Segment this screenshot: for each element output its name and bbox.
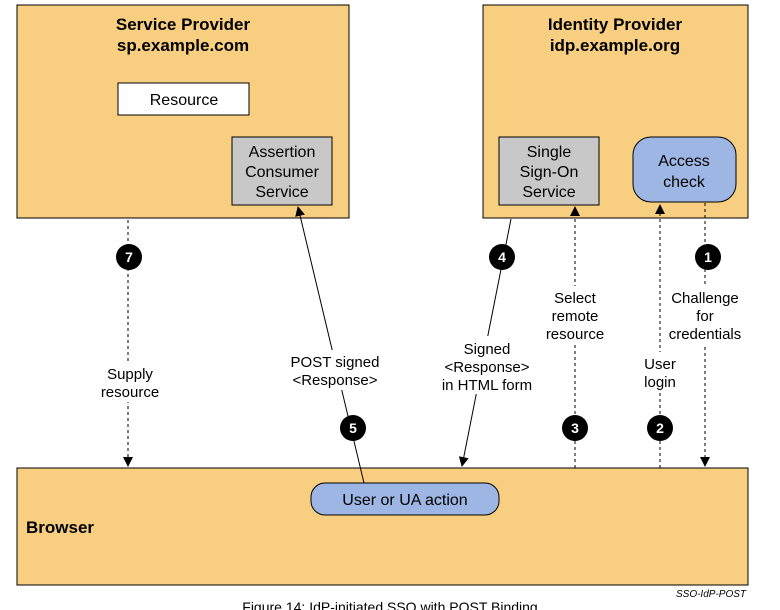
browser-box: Browser User or UA action [16, 467, 749, 586]
step-3-label: Select remote resource [540, 286, 612, 344]
step-3-badge: 3 [562, 415, 588, 441]
svg-text:POST signed: POST signed [291, 354, 380, 371]
step-5-label: POST signed <Response> [285, 350, 385, 390]
idp-title: Identity Provider [548, 15, 683, 34]
browser-title: Browser [26, 518, 94, 537]
svg-text:remote: remote [552, 308, 599, 325]
svg-text:in HTML form: in HTML form [442, 377, 532, 394]
acs-label-line1: Assertion [249, 144, 316, 161]
figure-caption: Figure 14: IdP-initiated SSO with POST B… [242, 599, 537, 610]
svg-text:2: 2 [656, 420, 664, 436]
acs-label-line2: Consumer [245, 164, 319, 181]
svg-text:resource: resource [101, 384, 159, 401]
svg-text:login: login [644, 374, 676, 391]
svg-text:5: 5 [349, 420, 357, 436]
sso-label-line2: Sign-On [520, 164, 579, 181]
idp-domain: idp.example.org [550, 36, 680, 55]
service-provider-box: Service Provider sp.example.com Resource… [16, 4, 350, 219]
sso-label-line3: Service [522, 184, 575, 201]
svg-text:4: 4 [498, 249, 506, 265]
single-sign-on-service-box: Single Sign-On Service [498, 136, 600, 206]
step-7-badge: 7 [116, 244, 142, 270]
step-2-badge: 2 [647, 415, 673, 441]
step-4-badge: 4 [489, 244, 515, 270]
user-action-box: User or UA action [310, 482, 500, 516]
svg-text:credentials: credentials [669, 326, 742, 343]
svg-text:resource: resource [546, 326, 604, 343]
svg-text:for: for [696, 308, 714, 325]
step-1-label: Challenge for credentials [664, 286, 748, 344]
access-check-line1: Access [658, 153, 710, 170]
access-check-line2: check [663, 174, 706, 191]
resource-label: Resource [150, 92, 219, 109]
access-check-box: Access check [632, 136, 737, 203]
svg-text:User: User [644, 356, 676, 373]
figure-tag: SSO-IdP-POST [676, 589, 747, 600]
step-7-label: Supply resource [90, 362, 170, 402]
user-action-label: User or UA action [342, 492, 467, 509]
svg-text:Supply: Supply [107, 366, 153, 383]
arrow-step-5 [295, 206, 365, 484]
sp-title: Service Provider [116, 15, 251, 34]
sso-label-line1: Single [527, 144, 572, 161]
sp-domain: sp.example.com [117, 36, 249, 55]
step-2-label: User login [636, 352, 684, 392]
svg-text:<Response>: <Response> [292, 372, 377, 389]
svg-text:Select: Select [554, 290, 597, 307]
step-4-label: Signed <Response> in HTML form [432, 336, 542, 394]
svg-text:Challenge: Challenge [671, 290, 739, 307]
svg-text:<Response>: <Response> [444, 359, 529, 376]
resource-box: Resource [117, 82, 250, 116]
svg-text:7: 7 [125, 249, 133, 265]
assertion-consumer-service-box: Assertion Consumer Service [231, 136, 333, 206]
svg-text:3: 3 [571, 420, 579, 436]
step-5-badge: 5 [340, 415, 366, 441]
step-1-badge: 1 [695, 244, 721, 270]
svg-text:1: 1 [704, 249, 712, 265]
identity-provider-box: Identity Provider idp.example.org Single… [482, 4, 749, 219]
svg-text:Signed: Signed [464, 341, 511, 358]
acs-label-line3: Service [255, 184, 308, 201]
